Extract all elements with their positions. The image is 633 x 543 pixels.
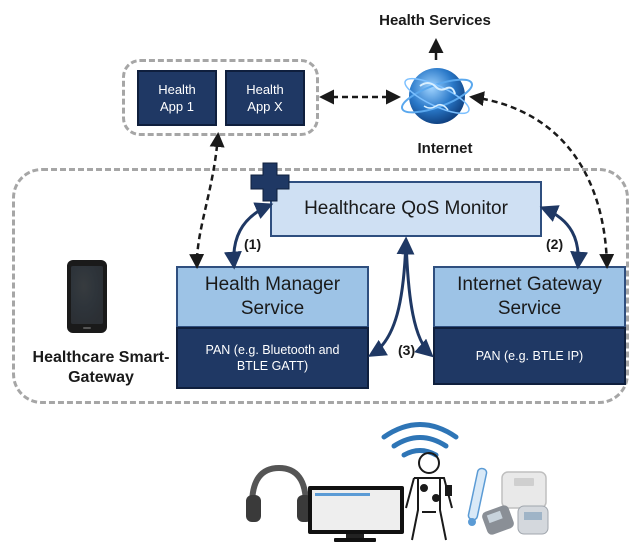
wifi-signal-icon [381,422,459,458]
scale-icon [501,471,547,509]
thermometer-icon [467,467,488,526]
monitor-icon [308,486,404,542]
arrow-1 [223,202,274,270]
health-app-x-box: Health App X [225,70,305,126]
internet-gateway-title: Internet Gateway Service [457,274,602,319]
arrow-2 [539,205,589,270]
arrow-3 [367,236,434,358]
person-with-sensors-icon [405,452,453,541]
internet-label: Internet [417,140,473,157]
medical-cross-icon [250,162,290,202]
headphones-icon [246,464,312,522]
arrow-internet-gateway [469,91,615,269]
health-manager-title: Health Manager Service [204,274,341,319]
smartphone-icon [67,260,107,333]
qos-monitor-label: Healthcare QoS Monitor [304,198,508,219]
health-app-x-label: Health App X [246,82,284,114]
smart-gateway-group [12,168,629,404]
health-app-1-box: Health App 1 [137,70,217,126]
health-services-label: Health Services [379,12,491,29]
health-manager-pan-label: PAN (e.g. Bluetooth and BTLE GATT) [205,343,340,373]
arrow-apps-health-manager [189,132,225,269]
internet-gateway-pan-box: PAN (e.g. BTLE IP) [433,327,626,385]
glucose-meter-icon [482,505,549,535]
internet-gateway-pan-label: PAN (e.g. BTLE IP) [475,349,584,363]
health-app-1-label: Health App 1 [158,82,196,114]
internet-globe-icon [401,68,473,124]
health-manager-pan-box: PAN (e.g. Bluetooth and BTLE GATT) [176,327,369,389]
gateway-label: Healthcare Smart-Gateway [32,349,170,386]
